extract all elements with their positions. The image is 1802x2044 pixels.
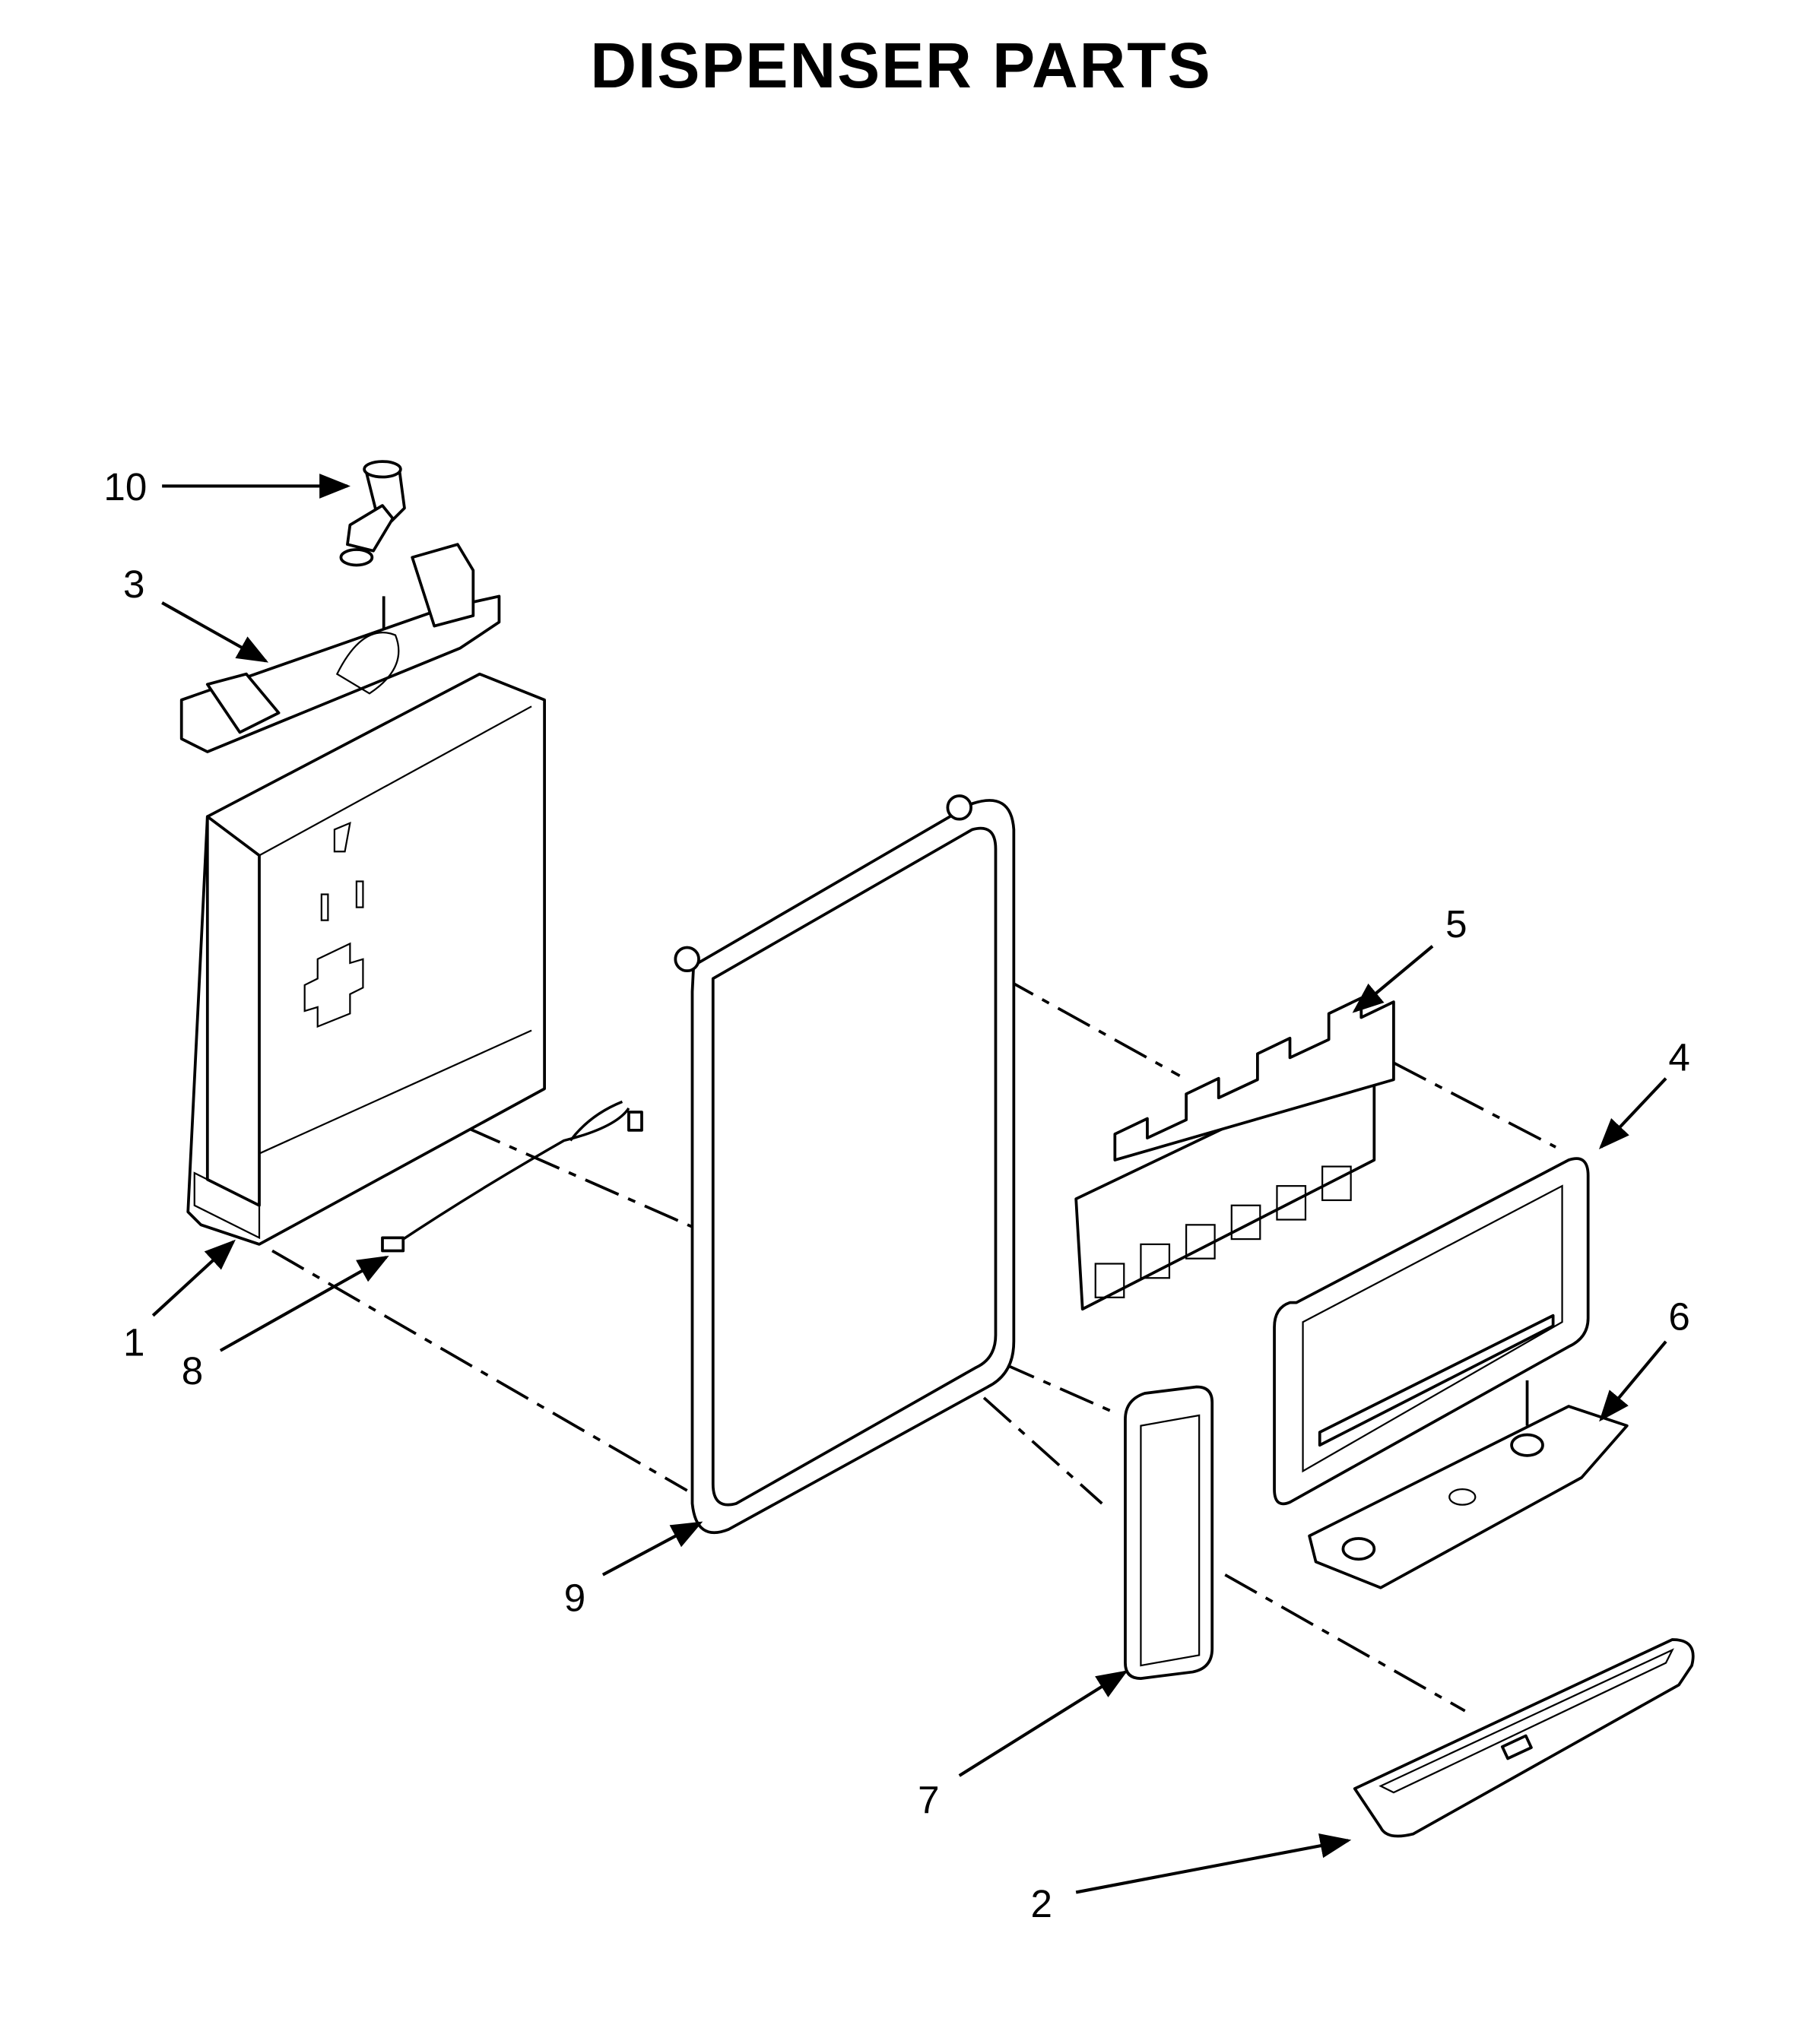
part-3-bracket — [179, 543, 501, 753]
part-10-fitting — [339, 460, 406, 567]
callout-8: 8 — [182, 1349, 203, 1393]
part-7-paddle — [1124, 1385, 1214, 1680]
part-8-wire-harness — [381, 1100, 643, 1253]
callout-7: 7 — [918, 1778, 939, 1821]
part-4-panel — [1273, 1157, 1590, 1506]
part-2-drip-tray — [1353, 1638, 1695, 1838]
diagram-title: DISPENSER PARTS — [590, 30, 1212, 101]
callout-6: 6 — [1668, 1295, 1689, 1338]
part-6-bracket — [1308, 1405, 1629, 1589]
part-5-control-board — [1074, 997, 1395, 1311]
part-9-frame — [674, 794, 1016, 1534]
callout-10: 10 — [103, 465, 147, 509]
callout-arrows — [151, 474, 1667, 1894]
callout-1: 1 — [123, 1321, 144, 1364]
part-1-housing — [186, 672, 546, 1246]
callout-4: 4 — [1668, 1035, 1689, 1079]
callout-2: 2 — [1031, 1882, 1052, 1925]
callout-9: 9 — [564, 1576, 585, 1619]
callout-5: 5 — [1445, 902, 1467, 946]
callout-3: 3 — [123, 562, 144, 606]
